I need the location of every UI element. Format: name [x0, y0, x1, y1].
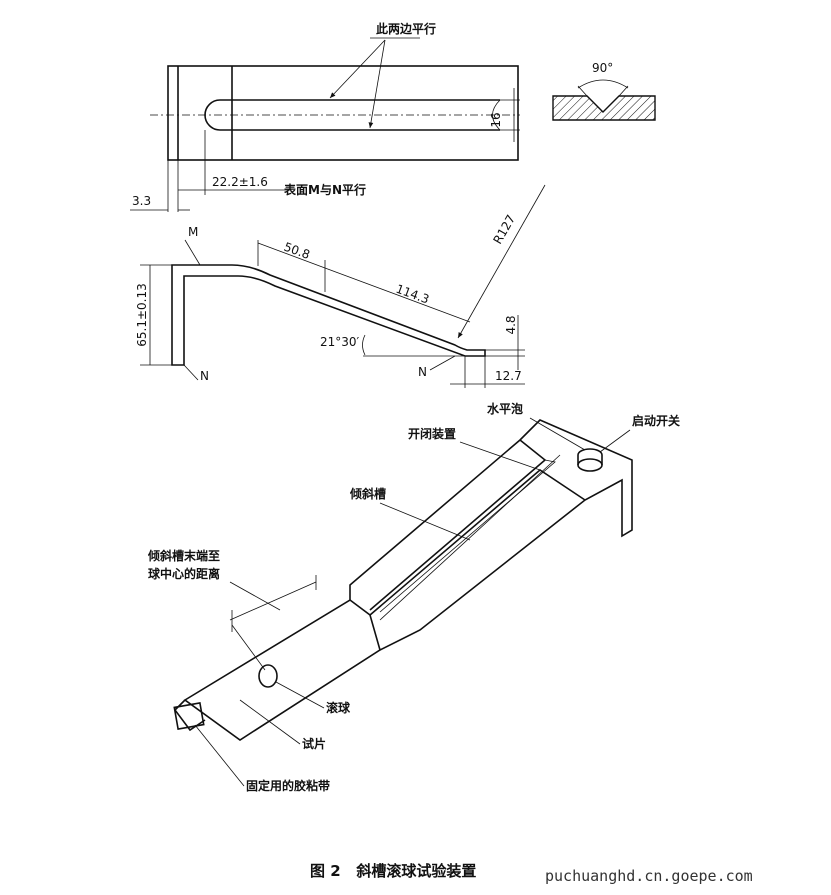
width-dim: 16 [489, 112, 503, 127]
length-dim: 22.2±1.6 [212, 175, 268, 189]
ball-label: 滚球 [326, 700, 351, 715]
slope-angle: 21°30′ [320, 335, 360, 349]
label-n-left: N [200, 369, 209, 383]
watermark: puchuanghd.cn.goepe.com [545, 867, 753, 885]
specimen-label: 试片 [302, 736, 326, 751]
top-view: 16 此两边平行 3.3 22.2±1.6 表面M与N平行 90° [130, 21, 656, 212]
notch-angle: 90° [592, 61, 613, 75]
height-dim: 65.1±0.13 [135, 283, 149, 347]
offset-dim: 3.3 [132, 194, 151, 208]
surface-note: 表面M与N平行 [283, 182, 366, 197]
label-m: M [188, 225, 198, 239]
ball-icon [258, 664, 278, 688]
side-view: 65.1±0.13 M 50.8 114.3 R127 21°30′ N N 4… [135, 184, 546, 388]
tape-label: 固定用的胶粘带 [246, 778, 330, 793]
straight-dim: 50.8 [282, 240, 312, 262]
distance-label-line2: 球中心的距离 [148, 566, 220, 581]
gate-label: 开闭装置 [408, 426, 456, 441]
chute-label: 倾斜槽 [349, 486, 386, 501]
isometric-view: 水平泡 启动开关 开闭装置 倾斜槽 倾斜槽末端至 球中心的距离 滚球 试片 固定… [147, 401, 680, 793]
slope-dim: 114.3 [394, 282, 431, 307]
start-switch-label: 启动开关 [632, 413, 680, 428]
tip-length-dim: 12.7 [495, 369, 522, 383]
radius-label: R127 [490, 212, 518, 246]
level-bubble-label: 水平泡 [487, 401, 523, 416]
parallel-note: 此两边平行 [376, 21, 436, 36]
label-n-right: N [418, 365, 427, 379]
figure-caption: 图 2 斜槽滚球试验装置 [310, 862, 476, 880]
tip-height-dim: 4.8 [504, 315, 518, 334]
distance-label-line1: 倾斜槽末端至 [147, 548, 220, 563]
